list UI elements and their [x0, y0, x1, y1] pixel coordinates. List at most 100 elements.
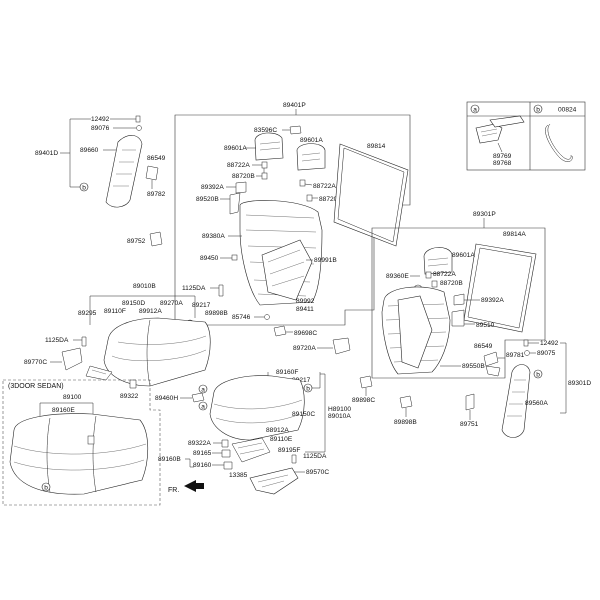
part-89660: 89660: [80, 147, 99, 154]
svg-text:b: b: [82, 185, 86, 192]
part-89752: 89752: [127, 238, 146, 245]
right-seat-cushion: [209, 375, 305, 441]
part-89160E: 89160E: [52, 407, 75, 414]
label-3door-sedan: (3DOOR SEDAN): [8, 383, 64, 390]
part-89898B-b: 89898B: [394, 419, 417, 426]
part-89217-b: 89217: [292, 377, 311, 384]
mid-fasteners-group: 89698C 89720A: [273, 325, 351, 355]
left-latch-89770C: [61, 347, 83, 371]
part-89380A: 89380A: [202, 233, 225, 240]
part-89301P: 89301P: [473, 211, 496, 218]
part-89601A-c: 89601A: [452, 252, 475, 259]
part-89075: 89075: [537, 350, 556, 357]
part-89322A-b: 89322A: [188, 440, 211, 447]
right-headrest: [423, 247, 453, 275]
svg-text:b: b: [306, 386, 310, 393]
left-side-bolster-group: 12492 89076 89401D 89660 b 86549 89782 8…: [35, 115, 166, 247]
hinge-clip-drawing: [475, 115, 525, 153]
part-89150C: 89150C: [292, 411, 315, 418]
inset-code-b: 00824: [558, 107, 577, 114]
inset-legend: a b 00824 89769 89768: [466, 101, 586, 171]
front-arrow-icon: [184, 480, 204, 492]
part-89100: 89100: [63, 394, 82, 401]
part-86549-left: 86549: [147, 155, 166, 162]
three-door-sedan-group: (3DOOR SEDAN) 89100 89160E b: [2, 379, 161, 506]
inset-part-89769: 89769: [493, 153, 512, 160]
wire-clip-drawing: [545, 124, 573, 162]
left-side-bolster: [105, 135, 143, 208]
part-89460H: 89460H: [155, 395, 178, 402]
part-89698C: 89698C: [294, 330, 317, 337]
part-89814A: 89814A: [503, 231, 526, 238]
callout-a-label: a: [473, 107, 477, 114]
part-89160F: 89160F: [276, 369, 298, 376]
right-side-bolster-group: 86549 89781 12492 89075 89301D b 89560A …: [460, 339, 591, 438]
part-89392A-b: 89392A: [481, 297, 504, 304]
part-89076: 89076: [91, 125, 110, 132]
part-89912A-a: 89912A: [139, 308, 162, 315]
part-88720B-b: 88720B: [319, 196, 342, 203]
center-back-panel-89814: [333, 143, 409, 247]
part-88912A-b: 88912A: [266, 427, 289, 434]
right-seat-latch: [231, 437, 271, 463]
part-89782: 89782: [147, 191, 166, 198]
part-89165: 89165: [193, 450, 212, 457]
right-backrest-group: 89301P 89814A 89601A 89360E 88722A 88720…: [371, 211, 546, 379]
callout-b-label: b: [536, 107, 540, 114]
part-89110F: 89110F: [104, 308, 126, 315]
lower-latch-89570C: [249, 467, 299, 495]
front-label: FR.: [168, 487, 179, 494]
lower-mid-fasteners: 89898C 89898B: [352, 375, 417, 426]
part-89270A: 89270A: [160, 300, 183, 307]
part-89295: 89295: [78, 310, 97, 317]
part-89601A-left: 89601A: [224, 145, 247, 152]
part-1125DA-b: 1125DA: [45, 337, 69, 344]
part-89510: 89510: [476, 322, 495, 329]
part-12492-left: 12492: [91, 116, 110, 123]
part-88722A-b: 88722A: [313, 183, 336, 190]
callout-b-circle: [533, 104, 543, 114]
svg-text:b: b: [536, 372, 540, 379]
part-89991B: 89991B: [314, 257, 337, 264]
part-88720B-a: 88720B: [232, 173, 255, 180]
part-89751: 89751: [460, 421, 479, 428]
part-89560A: 89560A: [525, 400, 548, 407]
part-89898B-a: 89898B: [205, 310, 228, 317]
callout-a-circle: [470, 104, 480, 114]
part-1125DA-a: 1125DA: [182, 285, 206, 292]
right-backrest-pad: [397, 295, 433, 369]
part-89770C: 89770C: [24, 359, 47, 366]
part-89010B: 89010B: [133, 283, 156, 290]
part-86549-right: 86549: [474, 343, 493, 350]
part-88722A-c: 88722A: [433, 271, 456, 278]
right-back-panel-89814A: [463, 243, 537, 333]
part-89401D: 89401D: [35, 150, 58, 157]
part-89720A: 89720A: [293, 345, 316, 352]
part-89360E: 89360E: [386, 273, 409, 280]
inset-part-89768: 89768: [493, 160, 512, 167]
part-89550B: 89550B: [462, 363, 485, 370]
part-89411: 89411: [296, 306, 314, 313]
part-85746: 85746: [232, 314, 251, 321]
part-89160B: 89160B: [158, 456, 181, 463]
part-H89100: H89100: [328, 406, 351, 413]
part-89322-a: 89322: [120, 393, 139, 400]
right-side-bolster: [501, 364, 531, 438]
part-89110E: 89110E: [270, 436, 293, 443]
part-89992: 89992: [296, 298, 315, 305]
part-88720B-c: 88720B: [440, 280, 463, 287]
part-89160: 89160: [193, 462, 212, 469]
part-13385: 13385: [229, 472, 248, 479]
center-headrest-left: [254, 132, 284, 161]
part-83596C: 83596C: [254, 127, 277, 134]
part-89450: 89450: [200, 255, 219, 262]
front-direction-indicator: FR.: [168, 480, 204, 494]
svg-text:b: b: [44, 485, 48, 492]
svg-text:a: a: [201, 404, 205, 411]
svg-text:a: a: [201, 387, 205, 394]
part-89814: 89814: [367, 143, 386, 150]
part-1125DA-c: 1125DA: [303, 453, 327, 460]
part-89520B: 89520B: [196, 196, 219, 203]
part-89150D: 89150D: [122, 300, 145, 307]
left-seat-cushion: [103, 317, 211, 387]
